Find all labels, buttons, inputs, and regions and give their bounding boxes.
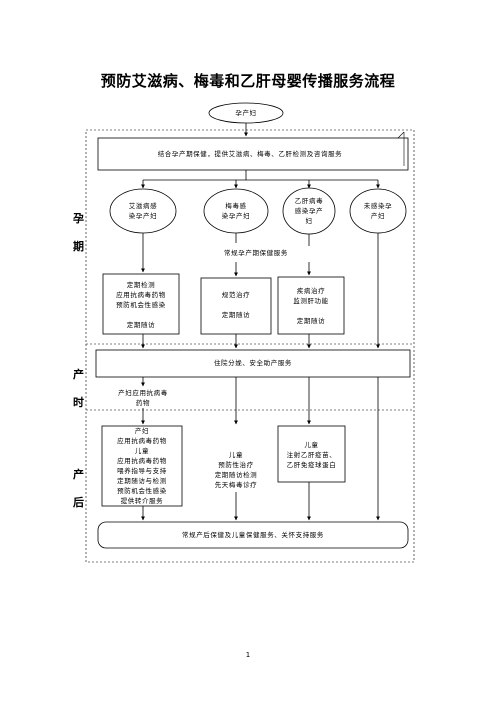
- postpartum-syphilis-child-label: 儿童预防性治疗定期随访检测先天梅毒诊疗: [214, 451, 258, 489]
- routine-care-label: 常规孕产期保健服务: [224, 249, 288, 257]
- hiv-management-box: [102, 273, 180, 335]
- side-label-pregnancy-2: 期: [73, 240, 84, 253]
- hbv-management-box: [277, 276, 345, 335]
- safe-delivery-box: [95, 349, 411, 378]
- side-label-postpartum-2: 后: [73, 496, 84, 509]
- side-label-postpartum-1: 产: [73, 468, 84, 481]
- combined-service-box: [97, 137, 409, 171]
- hiv-management-label: 定期检测应用抗病毒药物预防机会性感染 定期随访: [116, 281, 166, 329]
- postpartum-hbv-box: [277, 425, 346, 483]
- side-label-pregnancy-1: 孕: [73, 212, 84, 225]
- side-label-delivery-1: 产: [73, 368, 84, 381]
- side-label-delivery-2: 时: [73, 396, 84, 409]
- syphilis-management-box: [200, 277, 272, 335]
- page-number: 1: [245, 651, 251, 659]
- combined-service-label: 结合孕产期保健，提供艾滋病、梅毒、乙肝检测及咨询服务: [157, 150, 343, 158]
- postpartum-hbv-child-label: 儿童注射乙肝疫苗、乙肝免疫球蛋白: [286, 441, 337, 469]
- postpartum-care-label: 常规产后保健及儿童保健服务、关怀支持服务: [182, 531, 324, 539]
- uninfected-label: 未感染孕产妇: [363, 202, 393, 220]
- outer-dashed-frame: [85, 129, 415, 563]
- postpartum-hiv-label: 产妇应用抗病毒药物儿童应用抗病毒药物喂养指导与支持定期随访与检测预防机会性感染提…: [117, 427, 167, 505]
- delivery-arv-label: 产妇应用抗病毒药物: [118, 389, 168, 407]
- hbv-management-label: 疾病治疗监测肝功能 定期随访: [293, 287, 329, 325]
- safe-delivery-label: 住院分娩、安全助产服务: [213, 359, 293, 367]
- page-title: 预防艾滋病、梅毒和乙肝母婴传播服务流程: [100, 72, 396, 90]
- postpartum-hiv-box: [101, 425, 183, 507]
- hbv-infected-label: 乙肝病毒感染孕产妇: [294, 197, 324, 225]
- syphilis-infected-label: 梅毒感染孕产妇: [221, 202, 251, 220]
- hiv-infected-label: 艾滋病感染孕产妇: [128, 202, 158, 220]
- syphilis-management-label: 规范治疗 定期随访: [221, 291, 251, 319]
- postpartum-care-box: [97, 521, 409, 549]
- pregnant-woman-label: 孕产妇: [235, 109, 257, 117]
